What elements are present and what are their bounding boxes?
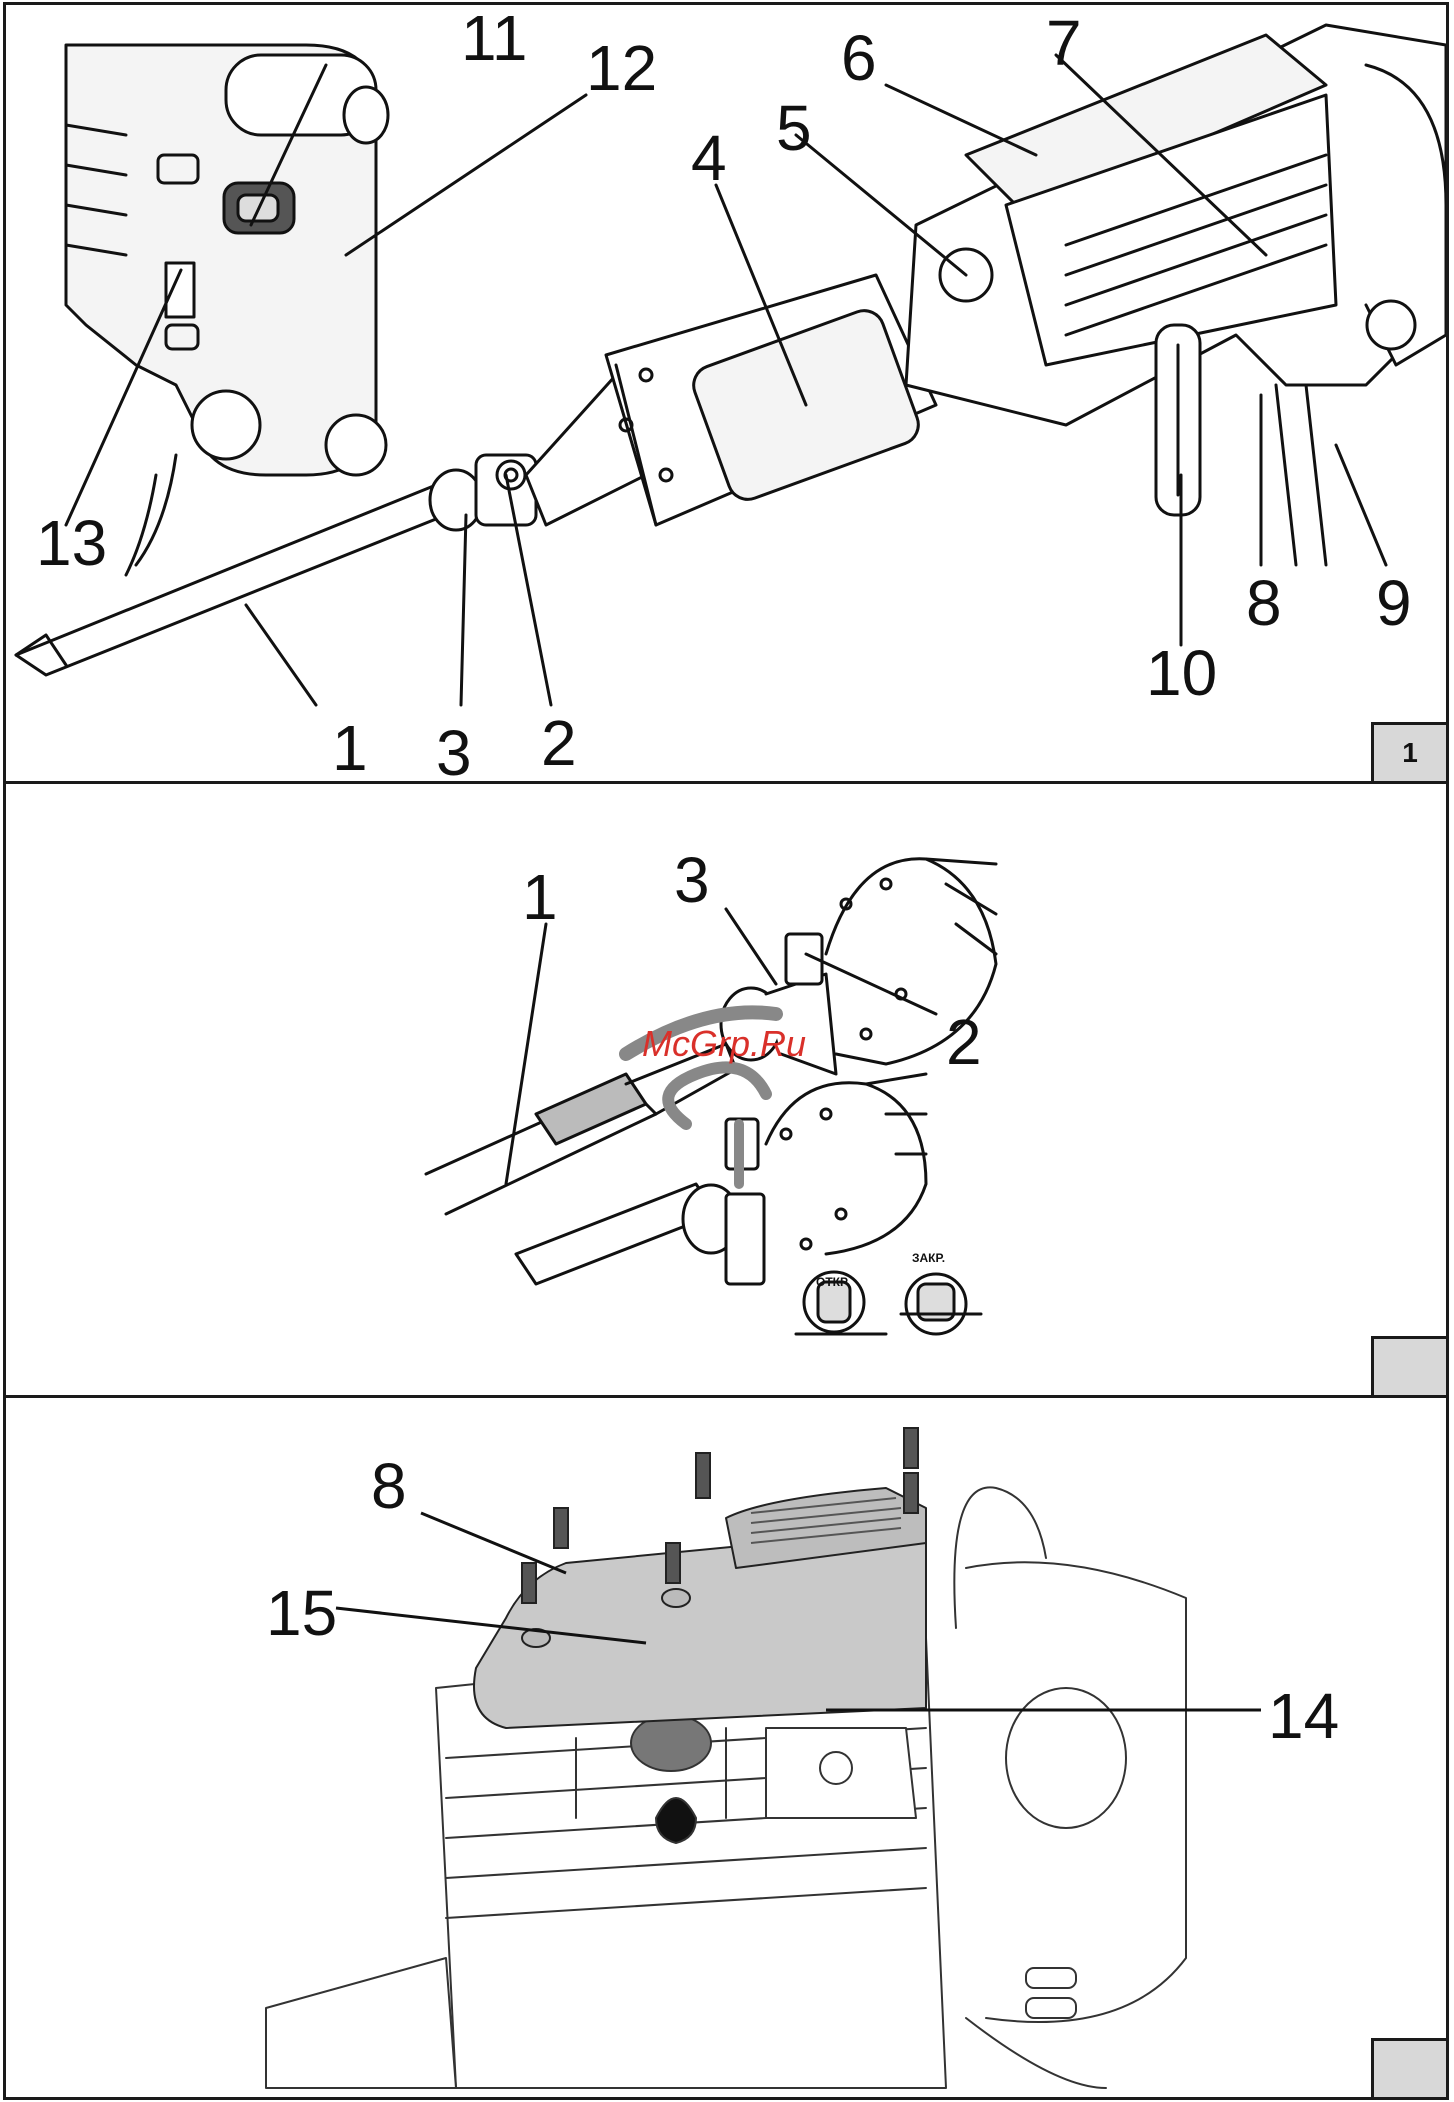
fig2-callout-1: 1 bbox=[522, 861, 558, 933]
callout-3: 3 bbox=[436, 717, 472, 784]
callout-7: 7 bbox=[1046, 7, 1082, 79]
figure-1-panel: 11 12 13 1 3 2 4 5 6 7 10 8 9 1 bbox=[3, 2, 1449, 784]
callout-2: 2 bbox=[541, 707, 577, 779]
screw bbox=[554, 1508, 568, 1548]
lock-closed-label: ЗАКР. bbox=[912, 1251, 945, 1265]
screw bbox=[904, 1428, 918, 1468]
callout-1: 1 bbox=[332, 712, 368, 784]
screw bbox=[522, 1563, 536, 1603]
fig3-callout-8: 8 bbox=[371, 1450, 407, 1522]
callout-6: 6 bbox=[841, 22, 877, 94]
figure-number-tag bbox=[1371, 1336, 1446, 1395]
screw bbox=[904, 1473, 918, 1513]
callout-10: 10 bbox=[1146, 637, 1217, 709]
figure-3-drawing: 8 15 14 bbox=[6, 1398, 1449, 2100]
fig2-callout-2: 2 bbox=[946, 1006, 982, 1078]
lock-open-label: ОТКР. bbox=[816, 1275, 850, 1289]
oil-plug bbox=[631, 1715, 711, 1771]
watermark-text: McGrp.Ru bbox=[642, 1023, 806, 1064]
fig3-callout-15: 15 bbox=[266, 1577, 337, 1649]
fig2-callout-3: 3 bbox=[674, 844, 710, 916]
figure-3-panel: 8 15 14 bbox=[3, 1395, 1449, 2100]
figure-2-panel: 1 3 2 McGrp.Ru ОТКР. ЗАКР. bbox=[3, 781, 1449, 1398]
callout-9: 9 bbox=[1376, 567, 1412, 639]
callout-13: 13 bbox=[36, 507, 107, 579]
screw bbox=[666, 1543, 680, 1583]
callout-4: 4 bbox=[691, 122, 727, 194]
callout-12: 12 bbox=[586, 32, 657, 104]
figure-1-drawing: 11 12 13 1 3 2 4 5 6 7 10 8 9 bbox=[6, 5, 1449, 784]
fig3-callout-14: 14 bbox=[1268, 1680, 1339, 1752]
figure-2-drawing: 1 3 2 McGrp.Ru ОТКР. ЗАКР. bbox=[6, 784, 1449, 1398]
figure-number-tag: 1 bbox=[1371, 722, 1446, 781]
cover-plate-8 bbox=[474, 1528, 926, 1728]
callout-8: 8 bbox=[1246, 567, 1282, 639]
screw bbox=[696, 1453, 710, 1498]
callout-5: 5 bbox=[776, 92, 812, 164]
callout-11: 11 bbox=[461, 5, 527, 74]
figure-number-tag bbox=[1371, 2038, 1446, 2097]
